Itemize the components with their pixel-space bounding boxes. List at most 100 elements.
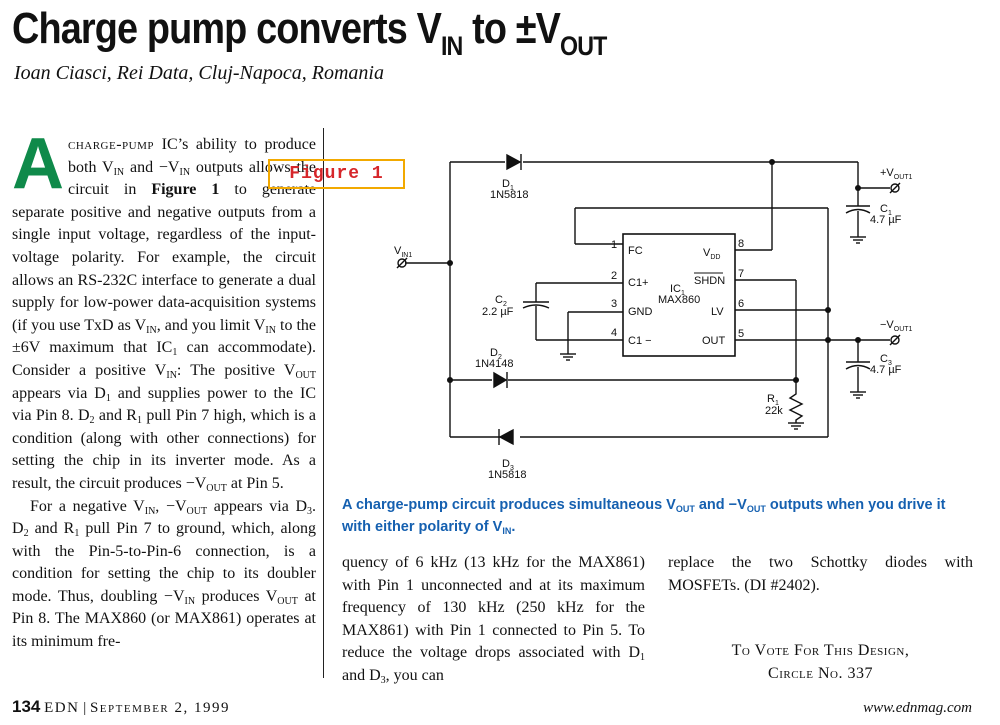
text-run: pull Pin 7 to ground, which, along with … xyxy=(12,520,316,605)
text-run: charge-pump xyxy=(68,136,155,153)
svg-text:C1+: C1+ xyxy=(628,277,649,289)
svg-text:4.7 µF: 4.7 µF xyxy=(870,364,902,376)
text-run: 2 xyxy=(89,415,95,427)
vote-line-2: Circle No. 337 xyxy=(768,664,873,682)
column-divider xyxy=(323,128,324,678)
svg-text:5: 5 xyxy=(738,328,744,340)
svg-text:VDD: VDD xyxy=(703,247,720,261)
text-run: at Pin 8. The MAX860 (or MAX861) operate… xyxy=(12,587,316,651)
text-run: OUT xyxy=(186,505,208,517)
svg-text:OUT: OUT xyxy=(702,335,726,347)
svg-text:1N4148: 1N4148 xyxy=(475,358,514,370)
svg-text:−VOUT1: −VOUT1 xyxy=(880,319,913,333)
svg-text:7: 7 xyxy=(738,268,744,280)
svg-text:1N5818: 1N5818 xyxy=(488,469,527,481)
text-run: and R xyxy=(94,407,137,425)
text-run: IN xyxy=(144,505,156,517)
text-run: , and you limit V xyxy=(156,316,266,334)
svg-text:8: 8 xyxy=(738,238,744,250)
svg-text:SHDN: SHDN xyxy=(694,275,725,287)
text-run: appears via D xyxy=(12,384,106,402)
text-run: . xyxy=(511,519,516,535)
text-run: IN xyxy=(166,369,177,381)
text-run: : The positive V xyxy=(176,361,296,379)
svg-text:R1: R1 xyxy=(767,393,779,407)
circuit-schematic: D1 1N5818 D2 1N4148 D3 1N5818 C1 4.7 µF … xyxy=(394,153,913,481)
figure-label-box: Figure 1 xyxy=(268,159,405,189)
paragraph-4: replace the two Schottky diodes with MOS… xyxy=(668,552,973,597)
text-run: and −V xyxy=(694,497,747,513)
svg-text:VIN1: VIN1 xyxy=(394,245,412,259)
text-run: at Pin 5. xyxy=(226,474,284,492)
text-run: quency of 6 kHz (13 kHz for the MAX861) … xyxy=(342,554,645,662)
text-run: A charge-pump circuit produces simultane… xyxy=(342,497,676,513)
text-run: OUT xyxy=(295,369,316,381)
text-run: and supplies power to the IC via Pin 8. … xyxy=(12,384,316,425)
svg-text:C1 −: C1 − xyxy=(628,335,652,347)
text-run: , you can xyxy=(385,666,444,684)
text-run: 3 xyxy=(307,505,312,517)
svg-text:D2: D2 xyxy=(490,347,502,361)
svg-text:MAX860: MAX860 xyxy=(658,294,700,306)
text-run: IN xyxy=(113,166,125,178)
svg-text:2: 2 xyxy=(611,270,617,282)
text-run: Figure 1 xyxy=(151,181,220,199)
text-run: OUT xyxy=(277,595,298,607)
svg-text:C1: C1 xyxy=(880,203,892,217)
vote-line-1: To Vote For This Design, xyxy=(731,642,910,659)
svg-text:4: 4 xyxy=(611,327,617,339)
text-run: . D xyxy=(12,497,316,538)
text-run: replace the two Schottky diodes with MOS… xyxy=(668,554,973,594)
text-run: pull Pin 7 high, which is a condition (a… xyxy=(12,407,316,492)
text-run: IC’s ability to produce both V xyxy=(68,136,316,176)
author-line: Ioan Ciasci, Rei Data, Cluj-Napoca, Roma… xyxy=(14,62,384,84)
text-run: produces V xyxy=(195,587,278,605)
body-column-3: replace the two Schottky diodes with MOS… xyxy=(668,552,973,597)
svg-text:C2: C2 xyxy=(495,294,507,308)
text-run: and R xyxy=(28,520,75,538)
svg-text:1N5818: 1N5818 xyxy=(490,189,529,201)
text-run: IN xyxy=(184,595,196,607)
svg-text:3: 3 xyxy=(611,298,617,310)
svg-text:IC1: IC1 xyxy=(670,283,685,297)
paragraph-3: quency of 6 kHz (13 kHz for the MAX861) … xyxy=(342,552,645,688)
issue-date: September 2, 1999 xyxy=(89,700,231,716)
text-run: and −V xyxy=(124,158,180,176)
text-run: 2 xyxy=(23,528,29,540)
page-footer: 134 EDN | September 2, 1999 xyxy=(12,697,230,718)
text-run: can accommodate). Consider a positive V xyxy=(12,339,316,379)
footer-separator: | xyxy=(83,700,87,716)
svg-text:GND: GND xyxy=(628,306,653,318)
svg-text:D3: D3 xyxy=(502,458,514,472)
article-title: Charge pump converts VIN to ±VOUT xyxy=(12,4,607,61)
text-run: OUT xyxy=(206,482,227,494)
text-run: appears via D xyxy=(207,497,307,515)
text-run: 1 xyxy=(172,347,178,359)
figure-caption: A charge-pump circuit produces simultane… xyxy=(342,494,952,538)
text-run: and D xyxy=(342,666,381,684)
text-run: OUT xyxy=(746,504,766,514)
text-run: 1 xyxy=(136,415,142,427)
page-number: 134 xyxy=(12,697,41,716)
body-column-2: quency of 6 kHz (13 kHz for the MAX861) … xyxy=(342,552,645,688)
text-run: to the ±6V maximum that IC xyxy=(12,316,317,357)
svg-text:LV: LV xyxy=(711,306,724,318)
svg-text:D1: D1 xyxy=(502,178,514,192)
text-run: IN xyxy=(179,166,191,178)
text-run: 1 xyxy=(74,528,80,540)
svg-text:2.2 µF: 2.2 µF xyxy=(482,306,514,318)
text-run: IN xyxy=(146,324,157,336)
footer-url[interactable]: www.ednmag.com xyxy=(863,700,972,716)
svg-text:6: 6 xyxy=(738,298,744,310)
text-run: 1 xyxy=(105,392,111,404)
text-run: , −V xyxy=(155,497,187,515)
text-run: OUT xyxy=(675,504,695,514)
vote-notice: To Vote For This Design, Circle No. 337 xyxy=(668,640,973,685)
svg-text:FC: FC xyxy=(628,245,643,257)
drop-cap: A xyxy=(12,124,64,204)
svg-text:4.7 µF: 4.7 µF xyxy=(870,214,902,226)
text-run: 1 xyxy=(640,652,645,664)
text-run: For a negative V xyxy=(30,497,145,515)
